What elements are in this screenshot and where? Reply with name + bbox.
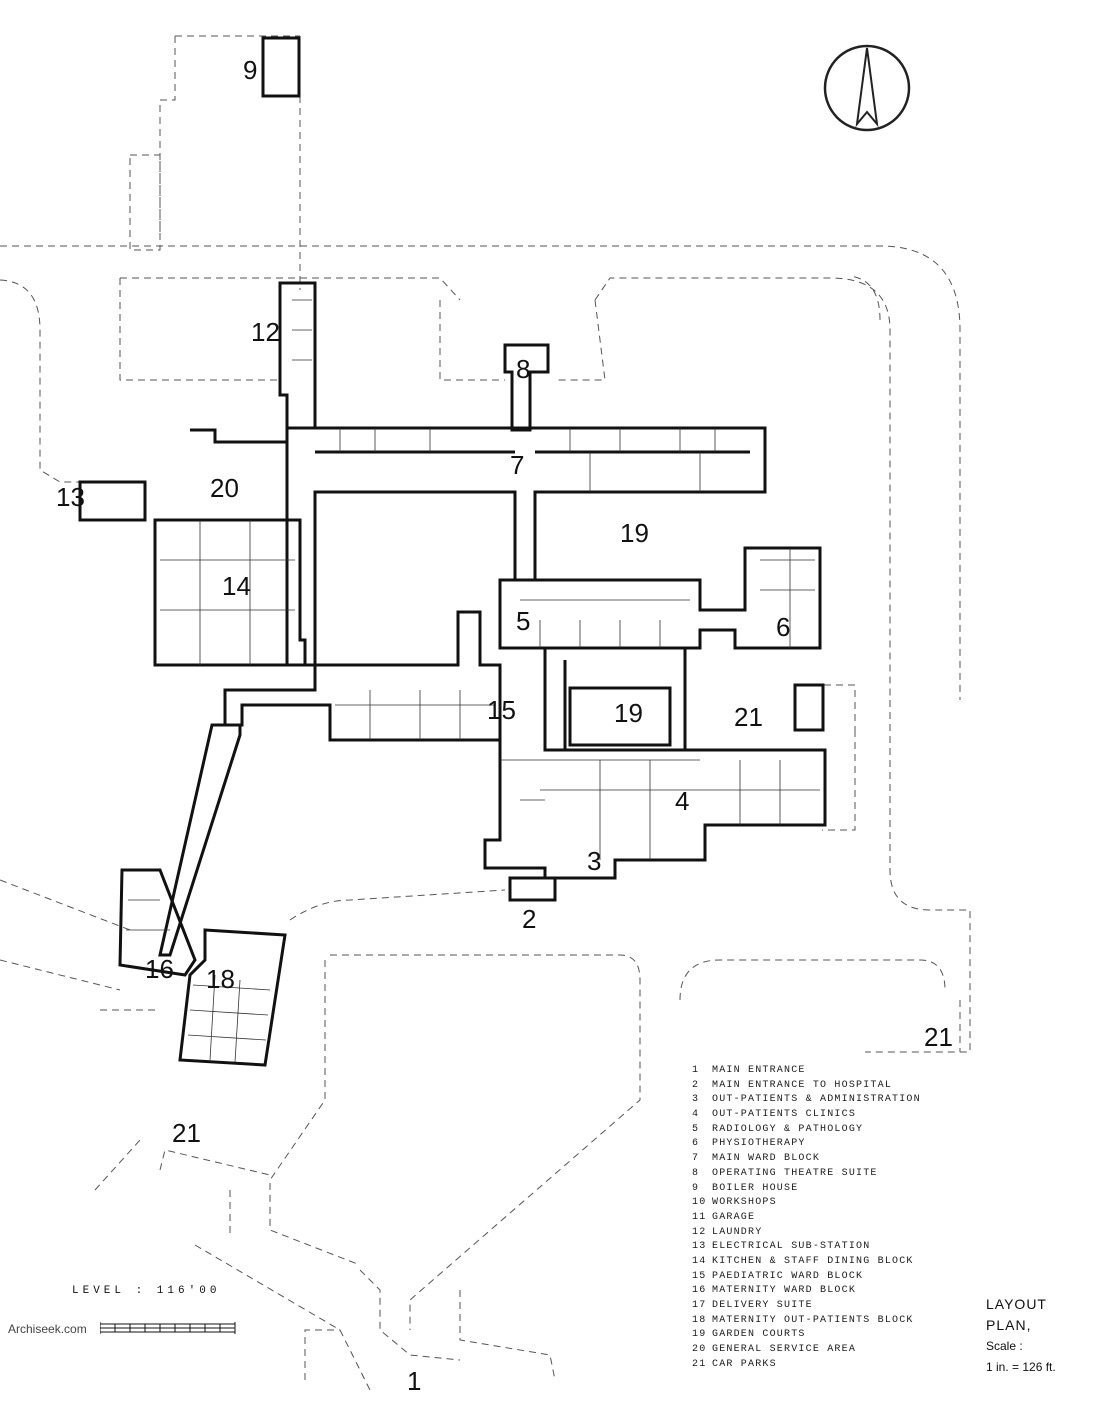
legend-number: 12 [692, 1226, 707, 1238]
title-block: LAYOUT PLAN, Scale : 1 in. = 126 ft. [986, 1294, 1056, 1378]
legend-label: MATERNITY WARD BLOCK [712, 1285, 857, 1297]
legend-number: 18 [692, 1314, 707, 1326]
legend-label: ELECTRICAL SUB-STATION [712, 1241, 871, 1253]
label-4: 4 [675, 786, 690, 816]
level-label: LEVEL : 116'00 [72, 1285, 221, 1297]
legend-item: 20 GENERAL SERVICE AREA [692, 1343, 992, 1358]
legend-number: 15 [692, 1270, 707, 1282]
label-9: 9 [243, 55, 258, 85]
label-20: 20 [210, 473, 239, 503]
legend-item: 10 WORKSHOPS [692, 1196, 992, 1211]
road-outlines [0, 35, 971, 1391]
legend-label: MAIN ENTRANCE TO HOSPITAL [712, 1079, 893, 1091]
legend-item: 17 DELIVERY SUITE [692, 1299, 992, 1314]
label-6: 6 [776, 612, 791, 642]
label-7: 7 [510, 450, 525, 480]
legend-number: 6 [692, 1138, 700, 1150]
label-19-upper: 19 [620, 518, 649, 548]
legend-label: DELIVERY SUITE [712, 1300, 813, 1311]
label-18: 18 [206, 964, 235, 994]
legend-label: RADIOLOGY & PATHOLOGY [712, 1123, 864, 1135]
legend-label: GARDEN COURTS [712, 1329, 806, 1341]
legend-label: MAIN ENTRANCE [712, 1065, 806, 1076]
label-1: 1 [407, 1366, 422, 1396]
legend-label: GARAGE [712, 1211, 756, 1223]
legend-item: 11 GARAGE [692, 1211, 992, 1226]
title-line-2: PLAN, [986, 1317, 1032, 1333]
legend-item: 1 MAIN ENTRANCE [692, 1064, 992, 1079]
legend-number: 14 [692, 1255, 707, 1267]
legend-number: 13 [692, 1241, 707, 1253]
scale-bar [100, 1322, 236, 1334]
room-partitions [126, 299, 820, 1063]
legend-number: 10 [692, 1197, 707, 1209]
legend-item: 7 MAIN WARD BLOCK [692, 1152, 992, 1167]
label-21-southeast: 21 [924, 1022, 953, 1052]
legend-label: MAIN WARD BLOCK [712, 1153, 821, 1165]
legend-item: 4 OUT-PATIENTS CLINICS [692, 1108, 992, 1123]
block-9 [261, 36, 301, 98]
label-13: 13 [56, 482, 85, 512]
legend: 1 MAIN ENTRANCE 2 MAIN ENTRANCE TO HOSPITAL… [692, 1064, 992, 1372]
label-15: 15 [487, 695, 516, 725]
legend-label: OUT-PATIENTS & ADMINISTRATION [712, 1094, 921, 1106]
legend-number: 4 [692, 1109, 700, 1121]
legend-number: 11 [692, 1211, 707, 1223]
label-2: 2 [522, 904, 537, 934]
label-8: 8 [516, 354, 531, 384]
legend-number: 20 [692, 1344, 707, 1356]
label-21-southwest: 21 [172, 1118, 201, 1148]
legend-item: 13 ELECTRICAL SUB-STATION [692, 1240, 992, 1255]
legend-label: WORKSHOPS [712, 1197, 777, 1209]
legend-item: 19 GARDEN COURTS [692, 1328, 992, 1343]
legend-item: 5 RADIOLOGY & PATHOLOGY [692, 1123, 992, 1138]
legend-item: 14 KITCHEN & STAFF DINING BLOCK [692, 1255, 992, 1270]
legend-label: PHYSIOTHERAPY [712, 1138, 806, 1150]
legend-item: 15 PAEDIATRIC WARD BLOCK [692, 1270, 992, 1285]
legend-item: 9 BOILER HOUSE [692, 1182, 992, 1197]
legend-number: 3 [692, 1094, 700, 1106]
legend-item: 16 MATERNITY WARD BLOCK [692, 1284, 992, 1299]
legend-number: 7 [692, 1153, 700, 1165]
building-outlines [78, 36, 827, 1067]
label-12: 12 [251, 317, 280, 347]
legend-item: 21 CAR PARKS [692, 1358, 992, 1373]
legend-number: 9 [692, 1182, 700, 1194]
label-19-lower: 19 [614, 698, 643, 728]
legend-label: OUT-PATIENTS CLINICS [712, 1109, 857, 1121]
scale-label: Scale : [986, 1339, 1023, 1353]
legend-number: 2 [692, 1079, 700, 1091]
legend-item: 8 OPERATING THEATRE SUITE [692, 1167, 992, 1182]
label-14: 14 [222, 571, 251, 601]
legend-number: 1 [692, 1065, 700, 1076]
legend-item: 18 MATERNITY OUT-PATIENTS BLOCK [692, 1314, 992, 1329]
legend-number: 16 [692, 1285, 707, 1297]
watermark: Archiseek.com [8, 1322, 87, 1336]
legend-label: KITCHEN & STAFF DINING BLOCK [712, 1255, 914, 1267]
legend-label: GENERAL SERVICE AREA [712, 1344, 857, 1356]
legend-number: 21 [692, 1358, 707, 1370]
label-5: 5 [516, 606, 531, 636]
title-line-1: LAYOUT [986, 1296, 1047, 1312]
label-21-east: 21 [734, 702, 763, 732]
legend-number: 17 [692, 1300, 707, 1311]
legend-label: MATERNITY OUT-PATIENTS BLOCK [712, 1314, 914, 1326]
legend-label: OPERATING THEATRE SUITE [712, 1167, 878, 1179]
legend-item: 2 MAIN ENTRANCE TO HOSPITAL [692, 1079, 992, 1094]
legend-number: 19 [692, 1329, 707, 1341]
legend-number: 5 [692, 1123, 700, 1135]
label-16: 16 [145, 954, 174, 984]
legend-label: LAUNDRY [712, 1226, 763, 1238]
legend-label: BOILER HOUSE [712, 1182, 799, 1194]
legend-item: 3 OUT-PATIENTS & ADMINISTRATION [692, 1093, 992, 1108]
legend-number: 8 [692, 1167, 700, 1179]
north-arrow-icon [823, 44, 911, 132]
legend-label: PAEDIATRIC WARD BLOCK [712, 1270, 864, 1282]
legend-item: 6 PHYSIOTHERAPY [692, 1137, 992, 1152]
scale-value: 1 in. = 126 ft. [986, 1360, 1056, 1374]
label-3: 3 [587, 846, 602, 876]
legend-label: CAR PARKS [712, 1358, 777, 1370]
legend-item: 12 LAUNDRY [692, 1226, 992, 1241]
